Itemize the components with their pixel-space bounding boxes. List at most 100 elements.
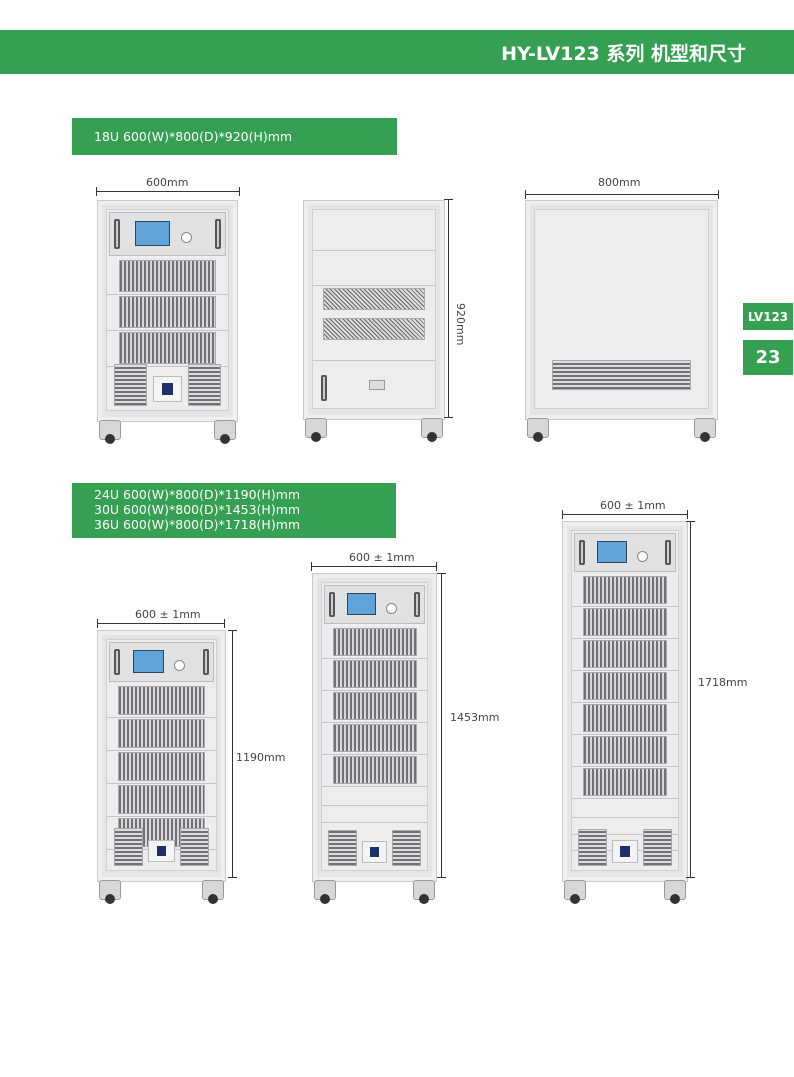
divider [107, 717, 216, 718]
power-switch [361, 841, 388, 863]
divider [107, 783, 216, 784]
divider [322, 690, 427, 691]
cabinet-frame [534, 209, 709, 409]
dimension-line [444, 199, 453, 418]
dimension-line [562, 510, 688, 519]
divider [107, 366, 228, 367]
vent-grille [119, 260, 216, 292]
cabinet-30u-height: 1453mm [450, 711, 500, 724]
control-panel [109, 212, 226, 256]
dimension-line [228, 630, 237, 878]
caster-wheel [664, 880, 686, 904]
divider [322, 786, 427, 787]
cabinet-frame [571, 530, 679, 871]
knob [181, 231, 193, 243]
header-bar: HY-LV123 系列 机型和尺寸 [0, 30, 794, 74]
vent-grille [328, 830, 357, 866]
divider [107, 750, 216, 751]
vent-grille [180, 828, 210, 866]
display-screen [135, 220, 170, 246]
control-panel [109, 642, 214, 682]
divider [313, 360, 435, 361]
cabinet-30u [312, 573, 437, 882]
caster-wheel [694, 418, 716, 442]
divider [572, 734, 678, 735]
divider [572, 606, 678, 607]
vent-grille [582, 608, 668, 636]
side-height-label: 920mm [454, 303, 467, 346]
vent-grille [114, 364, 147, 406]
vent-grille [332, 692, 417, 720]
display-screen [346, 592, 377, 615]
divider [572, 670, 678, 671]
divider [572, 766, 678, 767]
cabinet-18u-back [525, 200, 718, 420]
front-width-label: 600mm [146, 176, 189, 189]
divider [107, 330, 228, 331]
dimension-line [437, 573, 446, 878]
cabinet-frame [106, 209, 229, 411]
cabinet-36u-width: 600 ± 1mm [600, 499, 666, 512]
info-plate [369, 380, 386, 390]
vent-grille [119, 332, 216, 364]
vent-grille [117, 785, 206, 814]
vent-grille [117, 719, 206, 748]
vent-grille [582, 736, 668, 764]
handle [215, 219, 221, 249]
vent-grille [578, 829, 607, 866]
dimension-line [96, 187, 240, 196]
vent-grille [582, 704, 668, 732]
vent-grille [113, 828, 143, 866]
page-number: 23 [743, 340, 793, 375]
knob [637, 550, 648, 562]
divider [322, 804, 427, 806]
caster-wheel [305, 418, 327, 442]
vent-grille [322, 318, 426, 340]
spec-label-36u: 36U 600(W)*800(D)*1718(H)mm [94, 517, 301, 532]
vent-grille [332, 628, 417, 656]
handle [329, 591, 335, 618]
cabinet-18u-front [97, 200, 238, 422]
handle [665, 539, 671, 566]
page-title: HY-LV123 系列 机型和尺寸 [501, 43, 746, 65]
dimension-line [311, 562, 437, 571]
caster-wheel [214, 420, 236, 444]
cabinet-frame [312, 209, 436, 409]
divider [572, 798, 678, 799]
vent-grille [332, 724, 417, 752]
divider [572, 638, 678, 639]
handle [414, 591, 420, 618]
dimension-line [97, 619, 225, 628]
knob [386, 602, 398, 614]
vent-grille [322, 288, 426, 310]
vent-grille [332, 756, 417, 784]
handle [321, 375, 327, 401]
caster-wheel [202, 880, 224, 904]
display-screen [597, 540, 627, 563]
back-depth-label: 800mm [598, 176, 641, 189]
cabinet-24u-height: 1190mm [236, 751, 286, 764]
spec-label-30u: 30U 600(W)*800(D)*1453(H)mm [94, 502, 301, 517]
caster-wheel [99, 420, 121, 444]
divider [322, 658, 427, 659]
divider [107, 816, 216, 817]
vent-grille [582, 640, 668, 668]
caster-wheel [99, 880, 121, 904]
cabinet-24u [97, 630, 226, 882]
vent-grille [332, 660, 417, 688]
vent-grille [582, 576, 668, 604]
vent-grille [392, 830, 421, 866]
divider [322, 821, 427, 823]
spec-label-24u: 24U 600(W)*800(D)*1190(H)mm [94, 487, 301, 502]
divider [107, 294, 228, 295]
power-switch [148, 839, 175, 863]
spec-labels-group: 24U 600(W)*800(D)*1190(H)mm 30U 600(W)*8… [72, 483, 396, 538]
cabinet-24u-width: 600 ± 1mm [135, 608, 201, 621]
cabinet-18u-side [303, 200, 445, 420]
spec-label-18u: 18U 600(W)*800(D)*920(H)mm [72, 118, 397, 155]
caster-wheel [421, 418, 443, 442]
control-panel [574, 533, 676, 572]
power-switch [612, 840, 638, 863]
vent-grille [117, 752, 206, 781]
divider [313, 285, 435, 286]
